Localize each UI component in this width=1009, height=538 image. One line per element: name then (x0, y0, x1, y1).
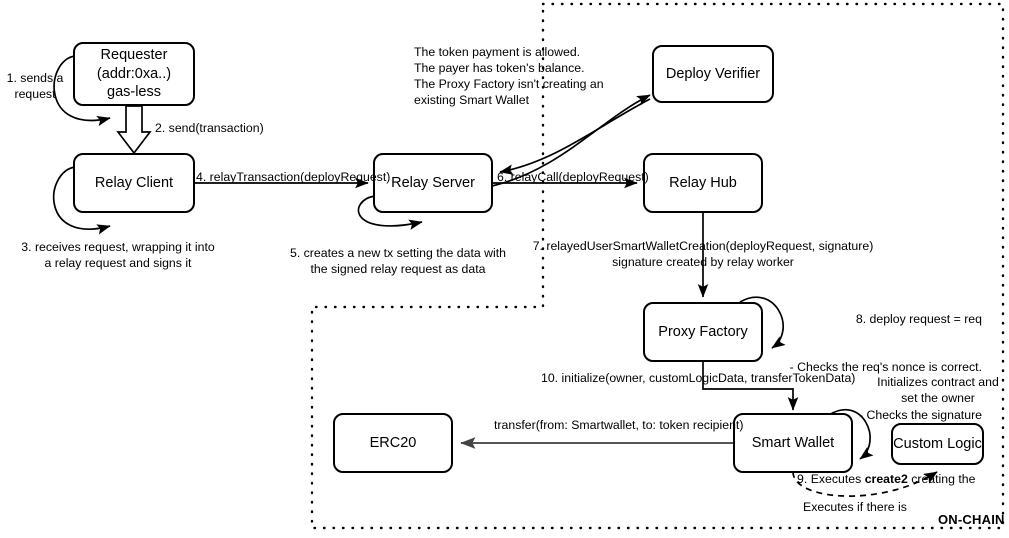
factory-note-create2-prefix: 9. Executes (797, 471, 865, 486)
edge-verifier-to-server (499, 98, 651, 175)
label-deploy-verifier-note: The token payment is allowed. The payer … (414, 45, 604, 107)
node-deploy-verifier-label: Deploy Verifier (665, 65, 761, 82)
label-proxy-factory-note: 8. deploy request = req - Checks the req… (770, 280, 982, 538)
node-deploy-verifier[interactable]: Deploy Verifier (652, 45, 774, 103)
on-chain-label: ON-CHAIN (938, 512, 1005, 527)
node-relay-server[interactable]: Relay Server (373, 153, 493, 213)
label-transfer: transfer(from: Smartwallet, to: token re… (494, 418, 744, 432)
node-requester-line-1: Requester (100, 47, 168, 64)
node-requester[interactable]: Requester (addr:0xa..) gas-less (73, 42, 195, 106)
node-proxy-factory[interactable]: Proxy Factory (643, 302, 763, 362)
node-requester-line-3: gas-less (107, 84, 161, 101)
factory-note-create2-suffix: creating the (907, 471, 976, 486)
node-erc20-label: ERC20 (369, 434, 417, 451)
label-step-7: 7. relayedUserSmartWalletCreation(deploy… (532, 239, 874, 269)
label-step-3: 3. receives request, wrapping it into a … (21, 240, 215, 270)
label-proxy-factory-note-line-3: - Checks the signature (858, 407, 982, 422)
node-relay-client-label: Relay Client (94, 174, 174, 191)
label-proxy-factory-note-line-1: 8. deploy request = req (855, 311, 982, 326)
node-relay-server-label: Relay Server (391, 174, 475, 191)
factory-note-create2-keyword: create2 (864, 471, 908, 486)
node-relay-hub-label: Relay Hub (669, 174, 737, 191)
node-proxy-factory-label: Proxy Factory (658, 323, 748, 340)
label-step-4: 4. relayTransaction(deployRequest) (196, 170, 391, 184)
label-step-2: 2. send(transaction) (155, 121, 264, 135)
label-proxy-factory-note-line-5: Smart Wallet (770, 536, 982, 538)
node-erc20[interactable]: ERC20 (333, 413, 453, 473)
node-requester-line-2: (addr:0xa..) (96, 65, 172, 82)
label-step-1: 1. sends a request (6, 71, 64, 101)
node-relay-client[interactable]: Relay Client (73, 153, 195, 213)
label-proxy-factory-note-line-2: - Checks the req's nonce is correct. (789, 359, 982, 374)
label-step-6: 6. relayCall(deployRequest) (497, 170, 649, 184)
label-proxy-factory-note-line-4: 9. Executes create2 creating the (770, 456, 982, 504)
label-step-5: 5. creates a new tx setting the data wit… (289, 246, 506, 276)
node-relay-hub[interactable]: Relay Hub (643, 153, 763, 213)
edge-send-transaction (116, 105, 152, 155)
